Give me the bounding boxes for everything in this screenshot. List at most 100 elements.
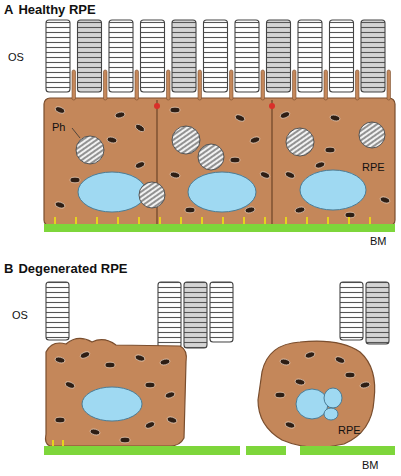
outer-segment [361,20,385,92]
outer-segment [141,20,165,92]
microvillus [293,70,297,100]
granule [64,381,75,390]
granule [345,212,355,218]
microvillus [324,70,328,100]
outer-segment [340,282,363,340]
granule [145,382,155,388]
degenerated-rpe-cells [46,338,375,447]
granule [120,437,130,443]
granule [134,161,145,170]
panel-title: Degenerated RPE [18,262,127,275]
microvillus [261,70,265,100]
infolding [75,217,77,224]
phagosomes [72,122,385,208]
outer-segment [267,20,291,92]
outer-segments [46,20,385,92]
infolding [222,217,224,224]
infolding [369,217,371,224]
bruchs-membrane [44,224,395,232]
outer-segment [298,20,322,92]
microvillus [135,70,139,100]
granule [360,381,371,388]
granule [134,123,145,133]
infolding [264,217,266,224]
bruchs-membrane [44,446,395,455]
granule [144,421,155,430]
outer-segment [235,20,259,92]
outer-segment [172,20,196,92]
outer-segment [46,282,69,340]
microvillus [198,70,202,100]
granule [54,201,65,209]
granule [55,356,66,363]
granule [259,171,270,180]
infolding [159,217,161,224]
part-label: BM [362,460,379,471]
basal-infoldings [52,440,64,446]
microvillus [72,70,76,100]
granule [160,358,171,365]
infolding [306,217,308,224]
infolding [327,217,329,224]
part-label: RPE [362,162,385,173]
granule [170,107,180,113]
granule [70,177,80,183]
pigment-granules [54,106,390,218]
granule [330,114,341,121]
granule [325,147,335,153]
infolding [54,217,56,224]
panel-letter: B [4,262,13,275]
outer-segment [158,282,181,348]
granule [234,114,245,123]
pigment-granules [55,351,371,443]
granule [79,351,90,360]
infolding [348,217,350,224]
microvillus [387,70,391,100]
granule [170,171,181,178]
granule [54,106,65,115]
granule [304,351,315,359]
infolding [117,217,119,224]
infolding [243,217,245,224]
basal-infoldings [54,217,371,224]
infolding [96,217,98,224]
outer-segment [330,20,354,92]
granule [280,358,291,365]
outer-segment [184,282,207,348]
granule [334,356,345,365]
granule [230,157,240,163]
outer-segment [109,20,133,92]
granule [314,161,325,169]
granule [249,136,260,144]
granule [295,206,306,213]
microvillus [104,70,108,100]
granule [90,428,101,435]
outer-segment [46,20,70,92]
granule [185,207,195,213]
granule [284,171,295,180]
part-label: Ph [52,122,65,133]
part-label: OS [12,310,28,321]
granule [115,111,126,118]
granule [134,354,145,362]
panel-letter: A [4,3,13,16]
microvillus [167,70,171,100]
granule [295,378,306,385]
outer-segment [204,20,228,92]
granule [284,421,295,429]
outer-segment [210,282,233,342]
panel-title: Healthy RPE [18,3,95,16]
granule [279,111,290,120]
granule [345,372,355,378]
healthy-rpe-cells [44,98,395,226]
microvilli [72,70,391,100]
outer-segment [366,282,389,344]
microvillus [230,70,234,100]
granule [245,206,256,213]
outer-segments [46,282,389,348]
granule [379,196,390,204]
granule [105,362,115,368]
part-label: BM [370,236,387,247]
granule [107,136,118,143]
